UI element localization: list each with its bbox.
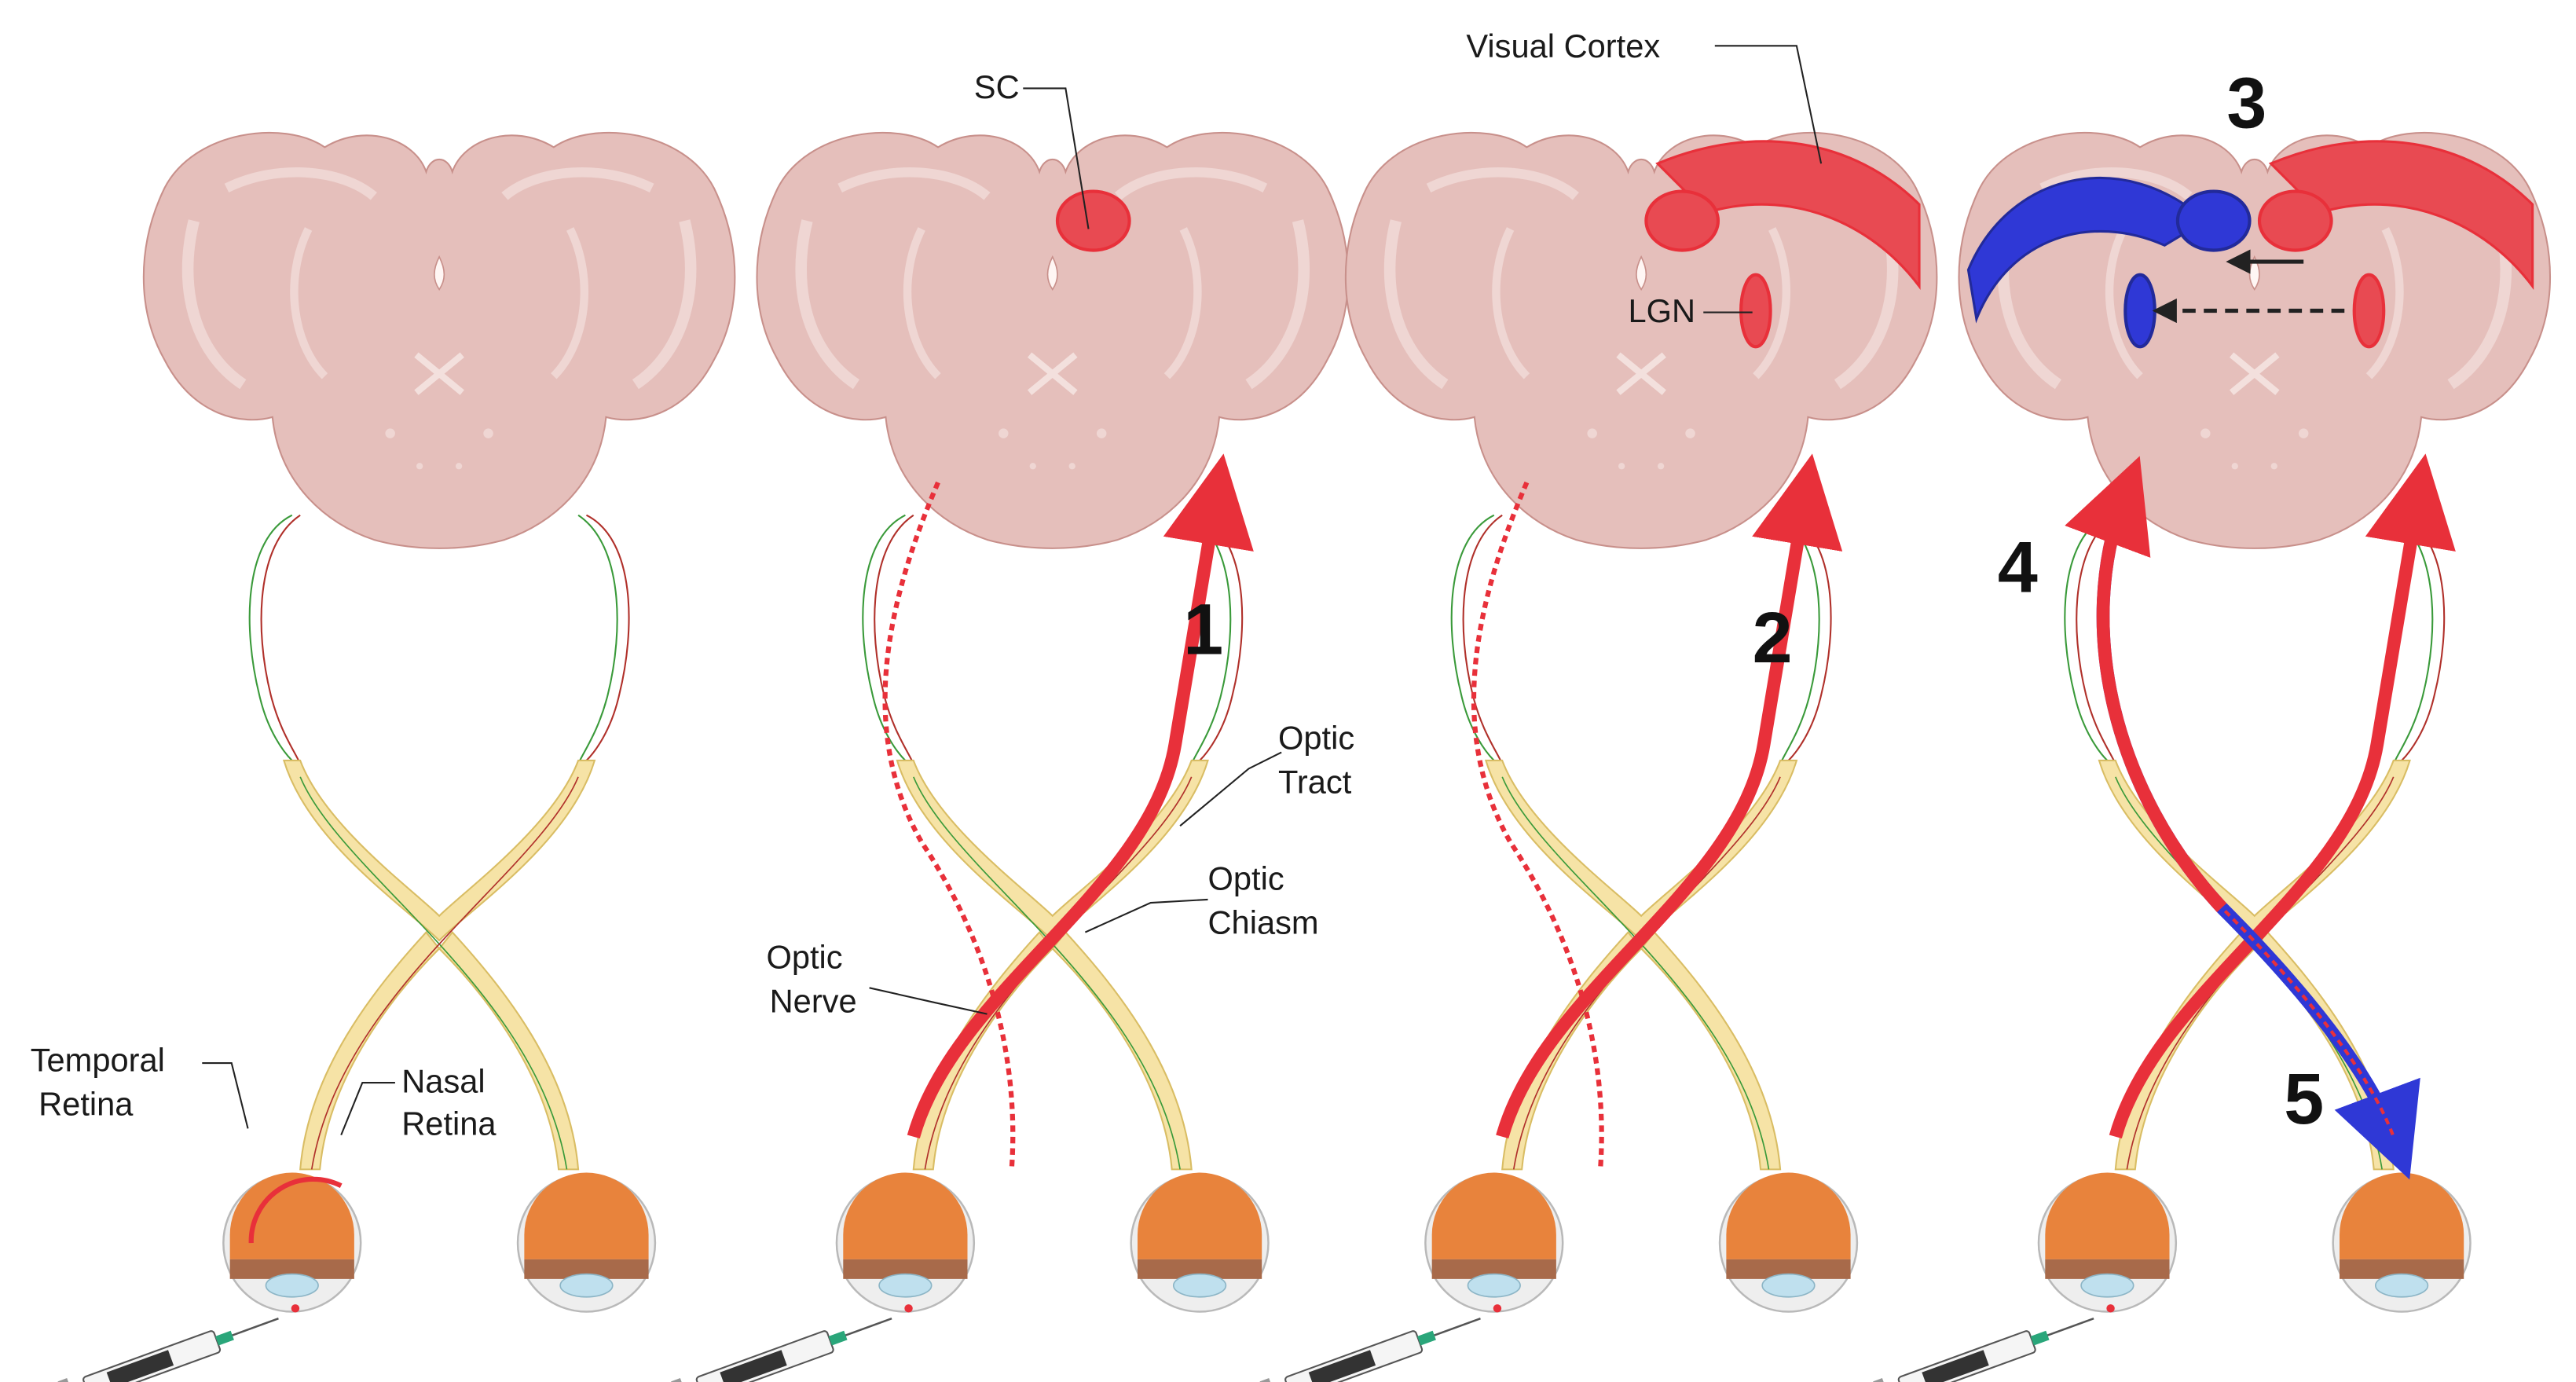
step-number-5: 5 bbox=[2284, 1059, 2324, 1139]
sc-label: SC bbox=[974, 68, 1090, 229]
svg-text:Nasal: Nasal bbox=[401, 1063, 485, 1100]
svg-text:Optic: Optic bbox=[766, 938, 842, 975]
svg-text:Tract: Tract bbox=[1278, 764, 1352, 801]
svg-text:LGN: LGN bbox=[1628, 292, 1695, 329]
svg-text:Temporal: Temporal bbox=[31, 1041, 165, 1078]
sc-region bbox=[1644, 189, 1720, 252]
panel-1 bbox=[57, 133, 735, 1382]
panel-3 bbox=[1259, 133, 1937, 1382]
panel-2 bbox=[671, 133, 1348, 1382]
lgn-label: LGN bbox=[1628, 292, 1753, 329]
sc-region bbox=[1055, 189, 1131, 252]
optic-chiasm-label: Optic Chiasm bbox=[1084, 860, 1319, 941]
optic-tract-label: Optic Tract bbox=[1179, 719, 1354, 827]
svg-text:Chiasm: Chiasm bbox=[1207, 904, 1318, 941]
step-number-4: 4 bbox=[1998, 528, 2038, 608]
step-number-1: 1 bbox=[1183, 590, 1223, 670]
step-number-2: 2 bbox=[1753, 598, 1793, 678]
optic-nerve-label: Optic Nerve bbox=[766, 938, 988, 1020]
step-number-3: 3 bbox=[2226, 63, 2266, 143]
svg-text:Visual Cortex: Visual Cortex bbox=[1466, 27, 1660, 64]
svg-text:Nerve: Nerve bbox=[770, 983, 857, 1020]
visual-cortex-red-region bbox=[1655, 140, 1921, 290]
svg-text:Retina: Retina bbox=[38, 1086, 134, 1123]
nasal-retina-label: Nasal Retina bbox=[340, 1063, 497, 1142]
panel-4 bbox=[1873, 133, 2550, 1382]
temporal-retina-label: Temporal Retina bbox=[31, 1041, 249, 1129]
visual-cortex-label: Visual Cortex bbox=[1466, 27, 1823, 164]
svg-text:Optic: Optic bbox=[1278, 719, 1354, 756]
svg-text:Optic: Optic bbox=[1207, 860, 1284, 896]
lgn-region bbox=[1739, 273, 1772, 349]
svg-text:SC: SC bbox=[974, 68, 1020, 105]
svg-text:Retina: Retina bbox=[401, 1105, 497, 1142]
